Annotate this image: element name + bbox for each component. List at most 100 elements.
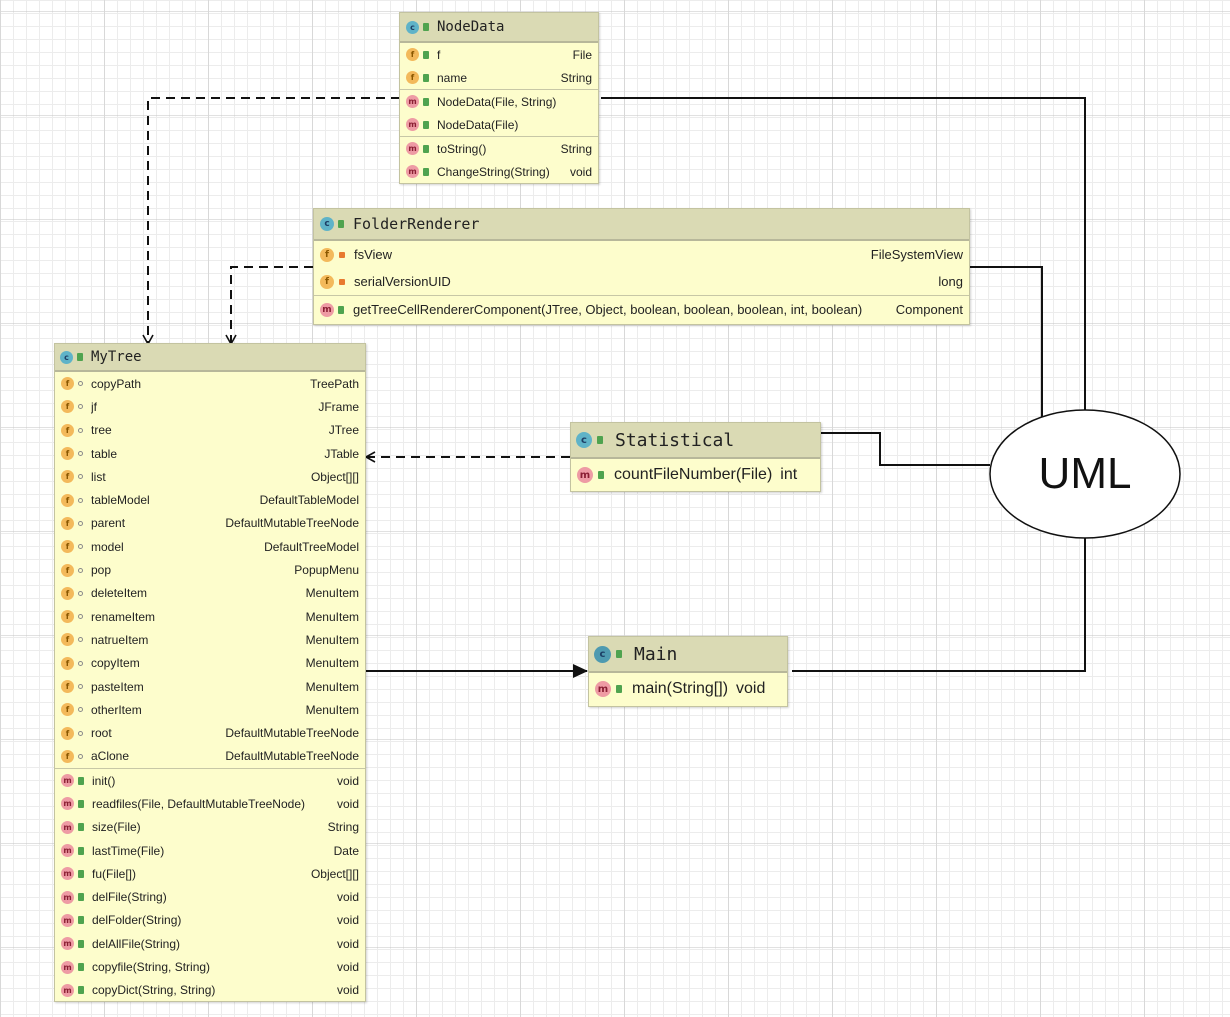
method-return-type: void bbox=[336, 773, 359, 788]
method-row[interactable]: m ChangeString(String) void bbox=[400, 160, 598, 183]
public-icon bbox=[78, 893, 84, 902]
field-type: MenuItem bbox=[305, 632, 359, 647]
field-type: Object[][] bbox=[310, 469, 359, 484]
field-name: parent bbox=[91, 516, 126, 531]
constructor-row[interactable]: m NodeData(File) bbox=[400, 113, 598, 136]
method-return-type: void bbox=[569, 164, 592, 179]
public-icon bbox=[78, 916, 84, 925]
method-icon: m bbox=[61, 937, 74, 951]
package-private-icon bbox=[78, 520, 83, 526]
field-name: fsView bbox=[354, 247, 393, 262]
class-header[interactable]: c Main bbox=[589, 637, 787, 673]
class-main[interactable]: c Main m main(String[]) void bbox=[588, 636, 788, 707]
field-type: DefaultTreeModel bbox=[264, 539, 359, 554]
field-icon: f bbox=[61, 400, 74, 414]
method-icon: m bbox=[61, 983, 74, 997]
field-name: root bbox=[91, 726, 112, 741]
public-icon bbox=[78, 939, 84, 948]
method-return-type: void bbox=[336, 936, 359, 951]
field-name: renameItem bbox=[91, 609, 156, 624]
method-name: ChangeString(String) bbox=[437, 164, 550, 179]
section-divider bbox=[314, 295, 969, 296]
field-icon: f bbox=[406, 71, 419, 84]
class-header[interactable]: c NodeData bbox=[400, 13, 598, 43]
method-icon: m bbox=[61, 797, 74, 811]
field-icon: f bbox=[61, 703, 74, 717]
field-icon: f bbox=[61, 423, 74, 437]
class-statistical[interactable]: c Statistical m countFileNumber(File) in… bbox=[570, 422, 821, 492]
method-icon: m bbox=[595, 681, 611, 697]
field-name: copyPath bbox=[91, 376, 142, 391]
field-type: MenuItem bbox=[305, 656, 359, 671]
method-row[interactable]: m toString() String bbox=[400, 137, 598, 160]
class-header[interactable]: c FolderRenderer bbox=[314, 209, 969, 241]
field-row[interactable]: f serialVersionUID long bbox=[314, 268, 969, 295]
field-icon: f bbox=[61, 563, 74, 577]
field-type: MenuItem bbox=[305, 702, 359, 717]
class-header[interactable]: c Statistical bbox=[571, 423, 820, 459]
field-row[interactable]: f f File bbox=[400, 43, 598, 66]
method-name: size(File) bbox=[92, 820, 141, 835]
section-divider bbox=[400, 89, 598, 90]
constructor-row[interactable]: m NodeData(File, String) bbox=[400, 90, 598, 113]
field-icon: f bbox=[320, 274, 334, 289]
section-divider bbox=[55, 768, 365, 770]
field-icon: f bbox=[61, 540, 74, 554]
method-row[interactable]: m main(String[]) void bbox=[589, 673, 787, 705]
class-folderrenderer[interactable]: c FolderRenderer f fsView FileSystemView… bbox=[313, 208, 970, 325]
class-name: MyTree bbox=[91, 349, 142, 365]
public-icon bbox=[616, 650, 622, 658]
public-icon bbox=[423, 23, 429, 31]
method-row[interactable]: m countFileNumber(File) int bbox=[571, 459, 820, 491]
field-icon: f bbox=[406, 48, 419, 61]
class-header[interactable]: c MyTree bbox=[55, 344, 365, 372]
field-icon: f bbox=[61, 680, 74, 693]
field-icon: f bbox=[320, 247, 334, 262]
field-name: f bbox=[437, 47, 441, 62]
field-row[interactable]: f name String bbox=[400, 66, 598, 89]
public-icon bbox=[598, 471, 604, 479]
field-name: name bbox=[437, 70, 468, 85]
method-return-type: void bbox=[336, 890, 359, 905]
public-icon bbox=[597, 436, 603, 444]
method-icon: m bbox=[61, 867, 74, 881]
public-icon bbox=[423, 97, 429, 106]
field-type: DefaultMutableTreeNode bbox=[225, 749, 359, 764]
field-type: MenuItem bbox=[305, 586, 359, 601]
field-row[interactable]: f fsView FileSystemView bbox=[314, 241, 969, 268]
class-nodedata[interactable]: c NodeData f f File f name String m Node… bbox=[399, 12, 599, 184]
field-icon: f bbox=[61, 586, 74, 600]
class-icon: c bbox=[576, 432, 592, 448]
field-icon: f bbox=[61, 656, 74, 670]
method-row[interactable]: m getTreeCellRendererComponent(JTree, Ob… bbox=[314, 296, 969, 323]
package-private-icon bbox=[78, 637, 83, 643]
